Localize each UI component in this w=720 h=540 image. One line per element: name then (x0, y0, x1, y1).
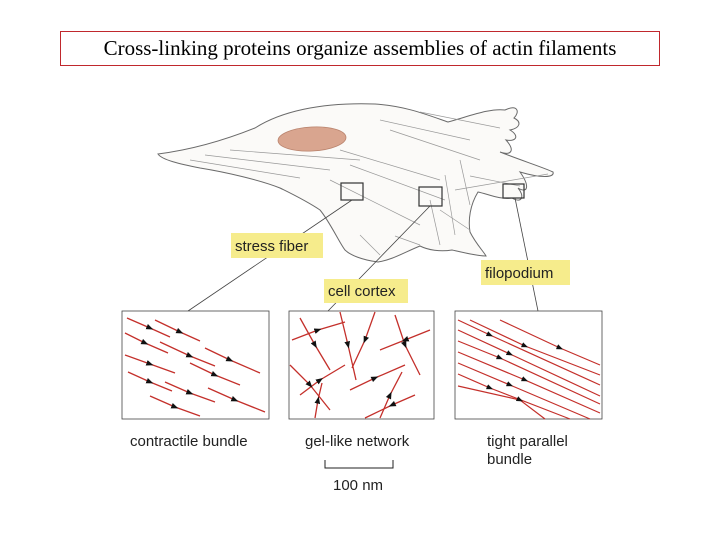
stress-fiber-label: stress fiber (235, 238, 308, 255)
contractile-bundle-label: contractile bundle (130, 433, 248, 450)
gel-filament (379, 371, 403, 419)
tight-filament (457, 362, 591, 420)
contractile-filament (159, 341, 216, 367)
tight-filament (499, 319, 601, 366)
gel-filament (299, 364, 346, 396)
gel-filament (339, 311, 357, 381)
gel-filament (289, 364, 331, 411)
gel-filament (364, 394, 416, 419)
tight-filament (457, 385, 546, 420)
contractile-filament (154, 319, 201, 342)
contractile-filament (149, 395, 201, 417)
contractile-filament (127, 371, 173, 392)
gel-filament (379, 329, 431, 351)
gel-network-label: gel-like network (305, 433, 410, 450)
scale-bar-label: 100 nm (333, 477, 383, 494)
stress-fiber-highlight (231, 233, 323, 258)
slide-title: Cross-linking proteins organize assembli… (60, 31, 660, 66)
tight-filament (457, 351, 601, 414)
contractile-filament (204, 347, 261, 374)
contractile-filament (126, 317, 171, 338)
tight-filament (457, 373, 571, 420)
gel-filament (394, 314, 421, 376)
tight-bundle-label-line2: bundle (487, 451, 532, 468)
contractile-filament (124, 332, 169, 354)
filopodium-highlight (481, 260, 570, 285)
gel-filament (314, 382, 323, 419)
filopodium-box (502, 183, 525, 199)
gel-filament (291, 321, 346, 341)
contractile-filament (124, 354, 176, 374)
nucleus (277, 126, 347, 152)
tight-filament (457, 319, 601, 386)
tight-bundle-panel (454, 310, 603, 420)
contractile-bundle-panel (121, 310, 270, 420)
cell-fibers (189, 111, 549, 256)
tight-bundle-label-line1: tight parallel (487, 433, 568, 450)
cell-cortex-highlight (324, 279, 408, 303)
gel-filament (349, 364, 406, 391)
contractile-filament (164, 381, 216, 403)
cell-cortex-label: cell cortex (328, 283, 396, 300)
tight-filament (469, 319, 601, 376)
contractile-filament (207, 387, 266, 413)
tight-filament (457, 329, 601, 397)
tight-filament (457, 340, 601, 405)
cell-cortex-box (418, 186, 443, 207)
gel-filament (299, 317, 331, 371)
cell-illustration (157, 103, 554, 263)
filopodium-label: filopodium (485, 265, 553, 282)
contractile-filament (189, 362, 241, 386)
gel-network-panel (288, 310, 435, 420)
gel-filament (351, 311, 376, 369)
scale-bar (324, 460, 394, 469)
